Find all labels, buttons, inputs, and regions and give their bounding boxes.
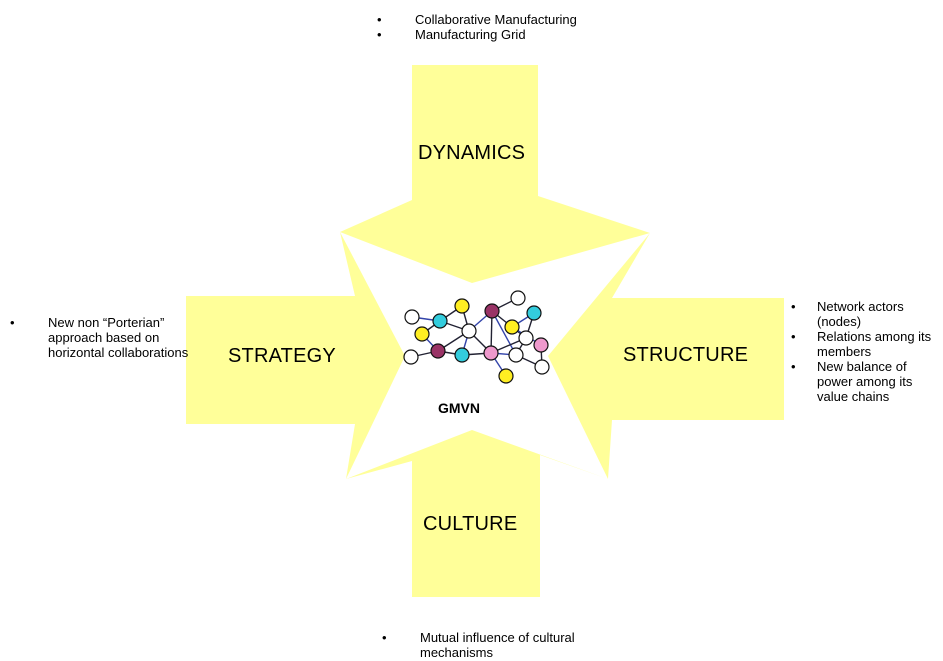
structure-note: New balance of power among its value cha… — [789, 359, 937, 404]
network-node — [510, 290, 526, 306]
network-node — [534, 359, 550, 375]
network-node — [403, 349, 419, 365]
network-node — [533, 337, 549, 353]
strategy-note: New non “Porterian” approach based on ho… — [8, 315, 200, 360]
network-node — [430, 343, 446, 359]
network-node — [454, 347, 470, 363]
strategy-notes: New non “Porterian” approach based on ho… — [8, 315, 200, 360]
structure-label: STRUCTURE — [623, 344, 749, 366]
network-node — [518, 330, 534, 346]
network-node — [454, 298, 470, 314]
gmvn-label: GMVN — [438, 400, 480, 416]
dynamics-note: Collaborative Manufacturing — [375, 12, 635, 27]
structure-notes: Network actors (nodes) Relations among i… — [789, 299, 937, 404]
structure-note: Network actors (nodes) — [789, 299, 937, 329]
dynamics-label: DYNAMICS — [418, 142, 526, 164]
network-node — [484, 303, 500, 319]
culture-notes: Mutual influence of cultural mechanisms — [380, 630, 640, 660]
culture-note: Mutual influence of cultural mechanisms — [380, 630, 640, 660]
strategy-label: STRATEGY — [228, 345, 336, 367]
network-node — [483, 345, 499, 361]
culture-arrow — [346, 430, 608, 597]
network-edge — [491, 310, 517, 356]
strategy-arrow — [186, 232, 405, 479]
structure-arrow — [548, 233, 784, 479]
dynamics-arrow — [340, 65, 650, 283]
network-node — [432, 313, 448, 329]
dynamics-note: Manufacturing Grid — [375, 27, 635, 42]
culture-label: CULTURE — [423, 513, 518, 535]
network-node — [504, 319, 520, 335]
network-node — [526, 305, 542, 321]
network-node — [498, 368, 514, 384]
structure-note: Relations among its members — [789, 329, 937, 359]
network-node — [508, 347, 524, 363]
dynamics-notes: Collaborative Manufacturing Manufacturin… — [375, 12, 635, 42]
network-graph-icon — [403, 290, 550, 384]
network-node — [404, 309, 420, 325]
network-node — [461, 323, 477, 339]
network-node — [414, 326, 430, 342]
